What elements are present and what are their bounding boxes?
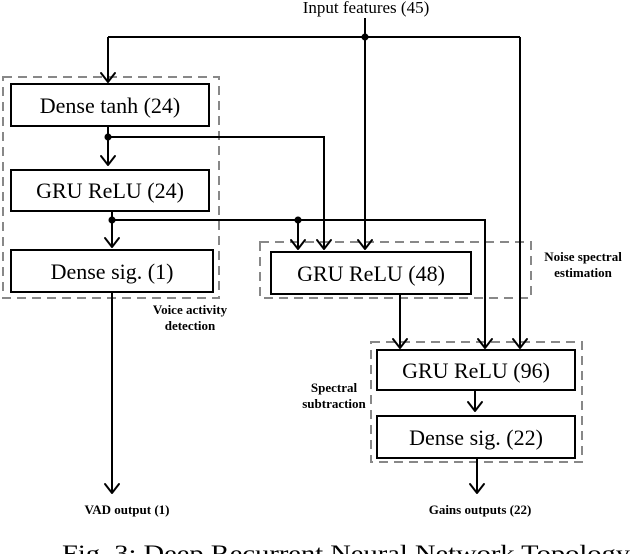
block-gru-vad: GRU ReLU (24) (10, 169, 210, 212)
block-label: Dense sig. (1) (51, 259, 174, 284)
vad-group-label-line1: Voice activity (153, 302, 228, 317)
block-label: GRU ReLU (24) (36, 178, 184, 203)
block-dense-tanh: Dense tanh (24) (10, 83, 210, 127)
spectral-group-label-line1: Spectral (311, 380, 358, 395)
arrow-icon (290, 239, 306, 250)
gains-output-label: Gains outputs (22) (429, 502, 532, 517)
junction-dot (361, 33, 369, 41)
input-features-label: Input features (45) (303, 0, 430, 17)
gru-vad-bus (112, 219, 486, 348)
arrow-icon (100, 72, 116, 83)
junction-dot (294, 216, 302, 224)
arrow-icon (392, 338, 408, 349)
noise-group-label-line2: estimation (554, 265, 613, 280)
block-label: GRU ReLU (48) (297, 261, 445, 286)
arrow-icon (104, 483, 120, 494)
junction-dot (108, 216, 116, 224)
arrow-heads (100, 72, 528, 494)
junction-dot (104, 133, 112, 141)
figure-caption: Fig. 3: Deep Recurrent Neural Network To… (62, 541, 630, 554)
arrow-icon (469, 483, 485, 494)
spectral-group-label-line2: subtraction (302, 396, 366, 411)
arrow-icon (357, 239, 373, 250)
noise-group-label-line1: Noise spectral (544, 249, 622, 264)
arrow-icon (100, 155, 116, 166)
block-label: Dense sig. (22) (409, 425, 543, 450)
junctions (104, 33, 369, 224)
arrow-icon (467, 401, 483, 412)
arrow-icon (512, 338, 528, 349)
vad-group-label-line2: detection (165, 318, 216, 333)
dense-tanh-to-gru-noise (108, 136, 325, 249)
block-gru-noise: GRU ReLU (48) (270, 251, 472, 295)
noise-group-outline (259, 241, 532, 299)
block-dense-vad: Dense sig. (1) (10, 249, 214, 293)
block-dense-gains: Dense sig. (22) (376, 415, 576, 459)
block-gru-spectral: GRU ReLU (96) (376, 349, 576, 391)
arrow-icon (477, 338, 493, 349)
vad-output-label: VAD output (1) (85, 502, 170, 517)
arrow-icon (316, 239, 332, 250)
connections (107, 18, 521, 493)
arrow-icon (104, 237, 120, 248)
block-label: GRU ReLU (96) (402, 358, 550, 383)
block-label: Dense tanh (24) (40, 93, 181, 118)
